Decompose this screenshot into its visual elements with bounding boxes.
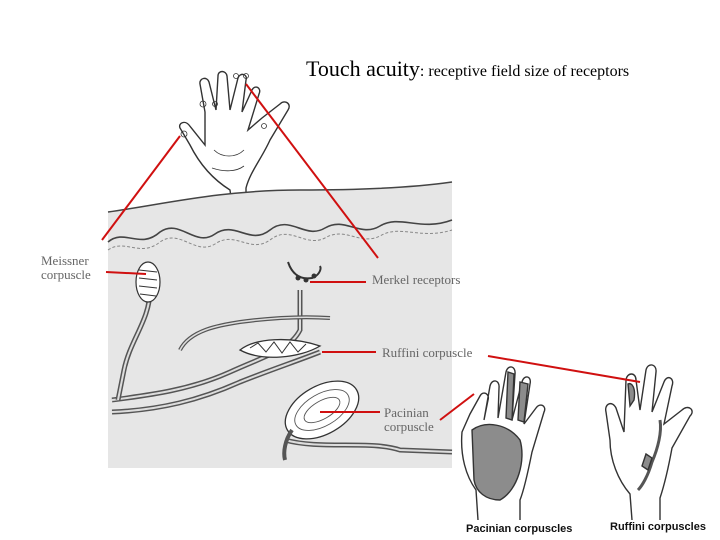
pacinian-label: Pacinian corpuscle (384, 406, 434, 434)
ruffini-label: Ruffini corpuscle (382, 345, 473, 360)
slide-title: Touch acuity: receptive field size of re… (306, 56, 629, 82)
title-subtitle: : receptive field size of receptors (419, 63, 630, 80)
pacinian-label-line1: Pacinian (384, 405, 429, 420)
meissner-label: Meissner corpuscle (41, 254, 91, 282)
hand-illustration-top (178, 70, 290, 206)
title-main: Touch acuity (306, 56, 420, 81)
ruffini-corpuscle-shape (238, 338, 322, 358)
pointer-meissner-to-corpuscle (105, 271, 147, 275)
pointer-ruffini-to-hand (487, 355, 641, 383)
meissner-label-line2: corpuscle (41, 267, 91, 282)
ruffini-caption: Ruffini corpuscles (610, 521, 706, 533)
pointer-meissner-to-hand (101, 135, 181, 241)
pacinian-caption: Pacinian corpuscles (466, 523, 573, 535)
merkel-receptor-shape (287, 261, 322, 280)
meissner-corpuscle-shape (135, 261, 161, 303)
skin-cross-section (107, 181, 453, 468)
meissner-label-line1: Meissner (41, 253, 89, 268)
pointer-pacinian-to-hand (439, 393, 475, 421)
receptive-field-markers (180, 73, 267, 138)
hand-illustration-pacinian (460, 366, 546, 521)
merkel-label: Merkel receptors (372, 272, 461, 287)
hand-illustration-ruffini (604, 364, 693, 521)
pacinian-label-line2: corpuscle (384, 419, 434, 434)
pacinian-corpuscle-shape (284, 380, 360, 440)
pointer-merkel-to-hand (245, 83, 379, 259)
pointer-lines (101, 83, 641, 421)
